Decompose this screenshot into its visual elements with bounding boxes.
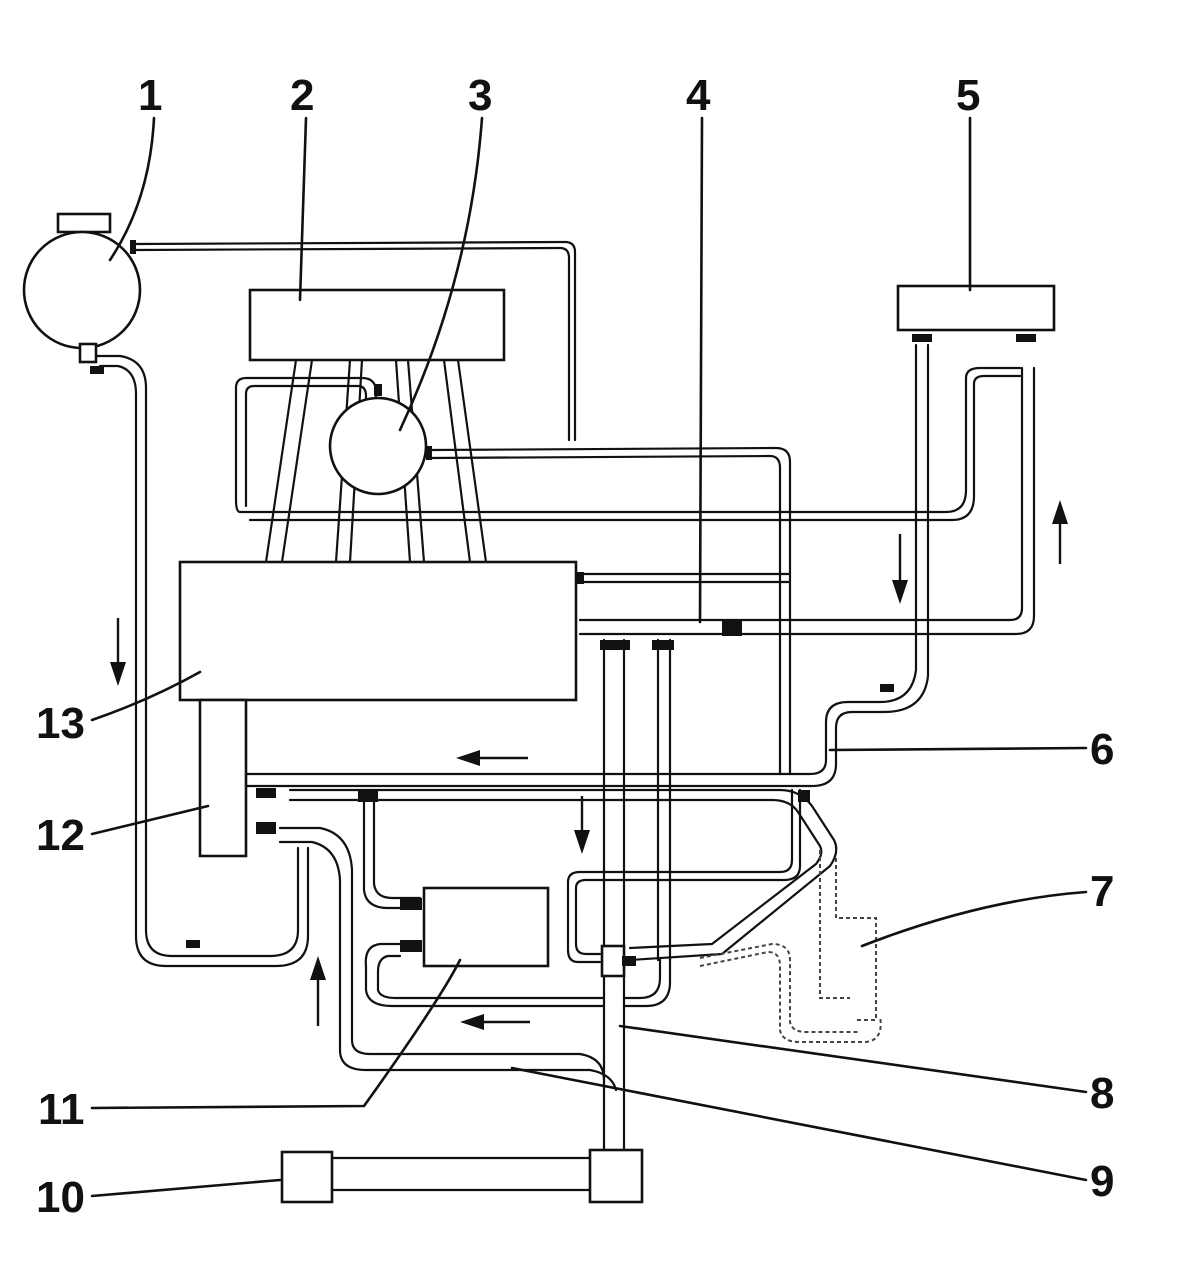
callout-7: 7 xyxy=(1090,867,1114,916)
components xyxy=(22,212,1056,1204)
callout-6: 6 xyxy=(1090,725,1114,774)
arrow-down-8 xyxy=(574,796,590,854)
component-11 xyxy=(422,886,550,968)
radiator-left-tank xyxy=(280,1150,334,1204)
heater-core xyxy=(896,284,1056,332)
hose-9 xyxy=(278,826,606,1082)
component-8-junction xyxy=(600,944,626,978)
callout-3: 3 xyxy=(468,71,492,120)
hose-tank-vent xyxy=(133,240,577,442)
expansion-tank xyxy=(22,230,142,350)
hose-tank-return xyxy=(86,354,300,958)
callout-11: 11 xyxy=(38,1085,85,1134)
arrow-left-6 xyxy=(456,750,528,766)
arrow-down-heater xyxy=(892,534,908,604)
callout-12: 12 xyxy=(36,811,85,860)
callout-2: 2 xyxy=(290,71,314,120)
radiator-right-tank xyxy=(588,1148,644,1204)
callout-5: 5 xyxy=(956,71,980,120)
component-12 xyxy=(198,698,248,858)
expansion-tank-cap xyxy=(56,212,112,234)
arrow-up-heater xyxy=(1052,500,1068,564)
hose-6 xyxy=(244,343,918,776)
hose-4-heater xyxy=(578,366,1024,622)
arrow-down-left xyxy=(110,618,126,686)
hose-clamps xyxy=(90,240,1036,966)
callout-labels: 1 2 3 4 5 6 7 8 9 10 11 12 13 xyxy=(36,71,1114,1222)
callout-8: 8 xyxy=(1090,1069,1114,1118)
arrow-up-9 xyxy=(310,956,326,1026)
leader-lines xyxy=(90,116,1088,1198)
flow-arrows xyxy=(110,500,1068,1030)
callout-13: 13 xyxy=(36,699,85,748)
component-2 xyxy=(248,288,506,362)
callout-4: 4 xyxy=(686,71,711,120)
callout-1: 1 xyxy=(138,71,162,120)
callout-9: 9 xyxy=(1090,1157,1114,1206)
engine-block xyxy=(178,560,578,702)
arrow-left-11 xyxy=(460,1014,530,1030)
hoses xyxy=(86,240,1036,1192)
component-3 xyxy=(328,396,428,496)
dashed-hose-7 xyxy=(699,950,882,1043)
callout-10: 10 xyxy=(36,1173,85,1222)
